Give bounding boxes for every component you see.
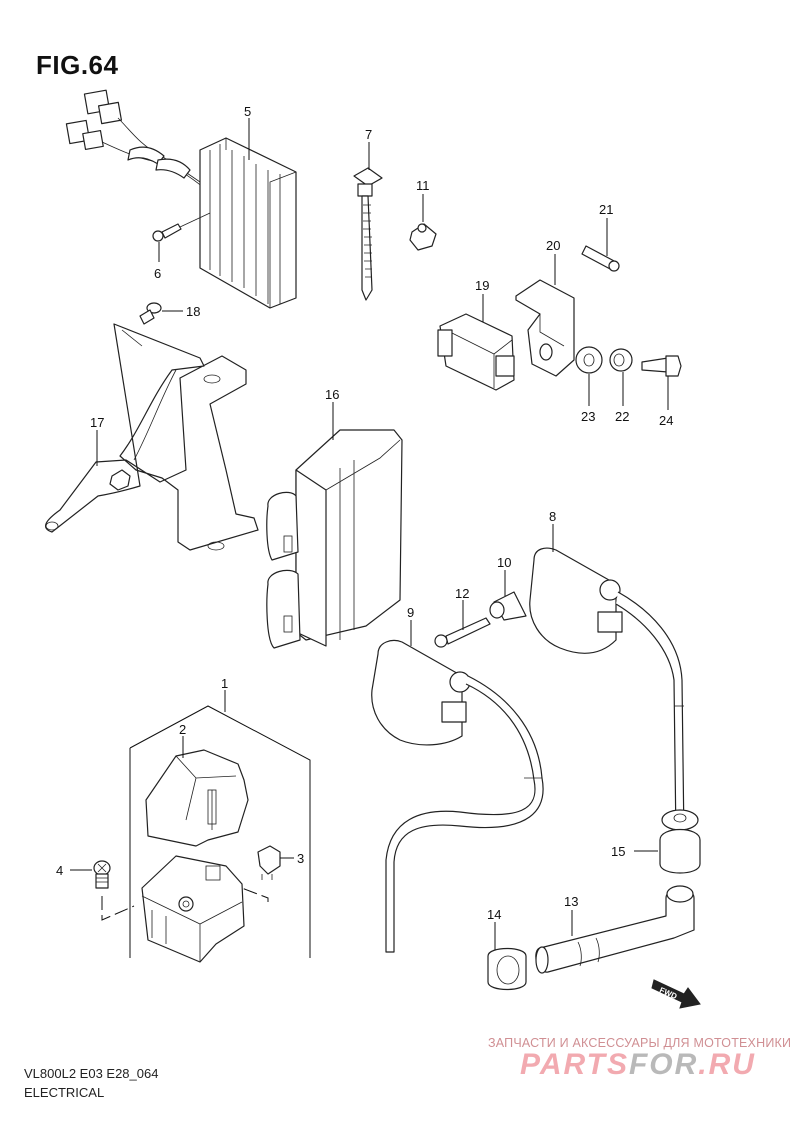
part-5-regulator-rectifier[interactable] [65,89,297,309]
callout-9: 9 [407,605,414,620]
watermark-brand-part2: FOR [628,1048,699,1081]
callout-1: 1 [221,676,228,691]
part-9-ignition-coil[interactable] [371,639,544,953]
part-13-plug-cap[interactable] [535,885,695,974]
part-10-spacer[interactable] [489,591,527,621]
callout-13: 13 [564,894,578,909]
callout-10: 10 [497,555,511,570]
part-19-relay[interactable] [437,313,515,391]
part-2-fuse-box-cover[interactable] [145,749,249,847]
part-14-seal[interactable] [487,947,527,991]
callout-15: 15 [611,844,625,859]
part-21-sleeve[interactable] [581,245,620,272]
part-18-screw[interactable] [139,302,162,325]
part-12-bolt[interactable] [434,617,491,648]
part-8-ignition-coil[interactable] [529,547,685,841]
part-11-clamp[interactable] [409,223,437,251]
callout-22: 22 [615,409,629,424]
part-6-bolt[interactable] [152,212,211,242]
callout-21: 21 [599,202,613,217]
watermark-subtitle: ЗАПЧАСТИ И АКСЕССУАРЫ ДЛЯ МОТОТЕХНИКИ [488,1036,792,1050]
section-name: ELECTRICAL [24,1085,105,1100]
callout-5: 5 [244,104,251,119]
callout-4: 4 [56,863,63,878]
callout-24: 24 [659,413,673,428]
callout-19: 19 [475,278,489,293]
callout-8: 8 [549,509,556,524]
part-17-ecm-bracket[interactable] [44,323,259,551]
callout-2: 2 [179,722,186,737]
callout-6: 6 [154,266,161,281]
watermark-brand-part1: PARTS [520,1048,629,1081]
callout-23: 23 [581,409,595,424]
figure-title: FIG.64 [36,50,119,80]
watermark-brand-part3: .RU [698,1048,756,1081]
figure-caption: VL800L2 E03 E28_064 ELECTRICAL [24,1064,158,1102]
callout-14: 14 [487,907,501,922]
part-22-collar[interactable] [609,348,633,372]
fwd-label: FWD [658,986,679,1002]
guide-line-4 [101,896,135,921]
watermark: ЗАПЧАСТИ И АКСЕССУАРЫ ДЛЯ МОТОТЕХНИКИ PA… [488,1036,792,1082]
part-15-cushion[interactable] [659,809,701,874]
part-4-screw[interactable] [93,860,111,889]
callout-18: 18 [186,304,200,319]
callout-20: 20 [546,238,560,253]
model-code: VL800L2 E03 E28_064 [24,1066,159,1081]
part-16-ecm[interactable] [266,429,403,649]
callout-16: 16 [325,387,339,402]
part-24-bolt[interactable] [641,355,682,377]
assembly-frame-1 [129,705,311,958]
callout-3: 3 [297,851,304,866]
watermark-brand: PARTSFOR.RU [488,1048,788,1082]
callout-17: 17 [90,415,104,430]
part-3-fuse[interactable] [257,845,281,880]
part-7-cable-tie[interactable] [353,167,383,301]
part-23-grommet[interactable] [575,346,603,374]
forward-arrow-icon: FWD [651,979,701,1009]
fuse-box-base[interactable] [141,855,245,963]
callout-7: 7 [365,127,372,142]
callout-12: 12 [455,586,469,601]
part-20-bracket[interactable] [515,279,575,377]
callout-11: 11 [416,178,430,193]
guide-line-3 [225,881,269,902]
